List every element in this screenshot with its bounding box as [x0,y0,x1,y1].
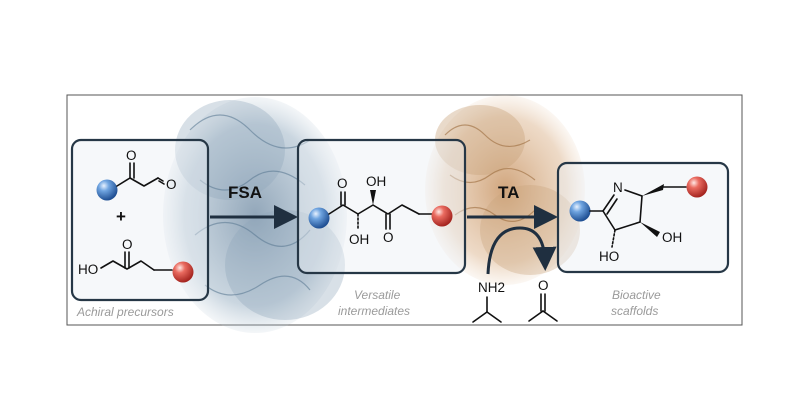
middle-oh-top: OH [366,174,386,189]
ta-label: TA [498,183,519,202]
left-aldehyde-o2: O [166,177,177,192]
left-aldehyde-o1: O [126,148,137,163]
pyrroline-scaffold-structure: N OH HO [569,176,708,264]
acetone-o: O [538,278,549,293]
acetone-structure: O [528,278,558,322]
left-ketone-o3: O [122,237,133,252]
middle-blue-sphere [308,207,330,229]
aldol-adduct-structure: O OH OH O [308,174,453,247]
middle-oh-bottom: OH [349,232,369,247]
left-hydroxy-ho: HO [78,262,98,277]
plus-sign: + [116,207,126,226]
blue-substituent-sphere [96,179,118,201]
right-ring-n: N [613,180,623,195]
right-blue-sphere [569,200,591,222]
caption-versatile: Versatile [354,288,401,302]
caption-intermediates: intermediates [338,304,410,318]
right-ho: HO [599,249,619,264]
caption-bioactive: Bioactive [612,288,661,302]
glycolaldehyde-derivative: O O [96,148,177,201]
middle-red-sphere [431,205,453,227]
dihydroxyacetone-derivative: HO O [78,237,194,283]
right-red-sphere [686,176,708,198]
fsa-label: FSA [228,183,262,202]
outer-frame [66,94,743,326]
versatile-intermediates-box [296,138,467,275]
caption-scaffolds: scaffolds [611,304,658,318]
amine-to-ketone-curved-arrow [486,226,557,275]
caption-achiral-precursors: Achiral precursors [76,305,174,319]
bioactive-scaffolds-box [556,161,730,274]
isopropylamine-structure: NH2 [472,280,505,323]
middle-ketone-o-left: O [337,176,348,191]
middle-ketone-o-right: O [383,230,394,245]
amine-nh2: NH2 [478,280,505,295]
red-substituent-sphere [172,261,194,283]
right-oh: OH [662,230,682,245]
